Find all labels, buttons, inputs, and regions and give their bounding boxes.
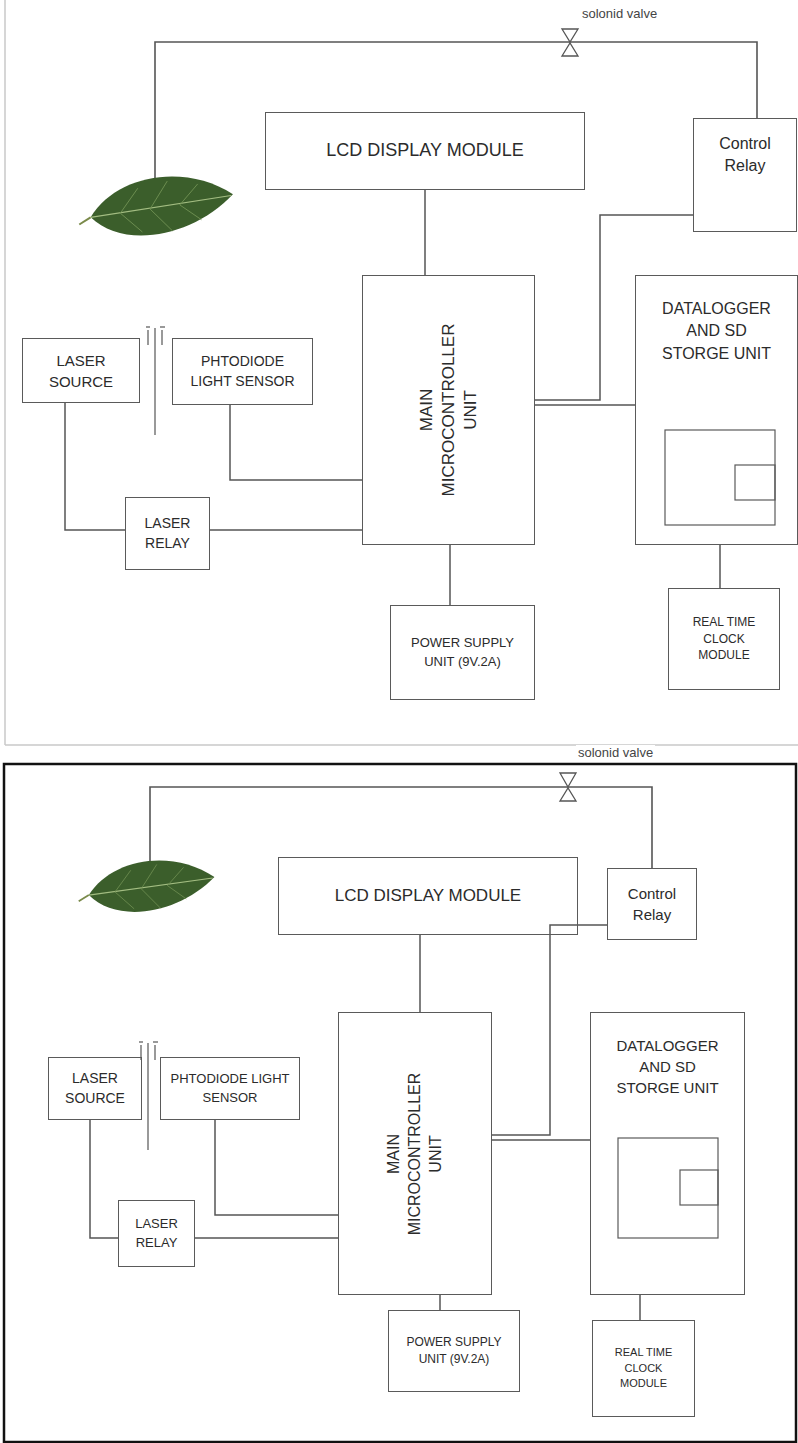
clock-box: REAL TIME CLOCK MODULE [668,588,780,690]
relay-box: LASER RELAY [125,497,210,570]
valve-symbol [560,29,578,801]
display-box: LCD DISPLAY MODULE [278,857,578,935]
connector-wire [439,1295,441,1310]
part-label: solonid valve [576,745,655,760]
connector-wire [230,405,362,480]
box-label: MAIN MICROCONTROLLER UNIT [415,323,481,498]
relay-box: Control Relay [607,868,697,940]
laser-box: LASER SOURCE [22,338,140,403]
clock-box: REAL TIME CLOCK MODULE [592,1320,695,1417]
connector-wire [719,545,721,588]
frame-line [4,0,6,745]
connector-wire [210,529,362,531]
datalogger-box: DATALOGGER AND SD STORGE UNIT [635,275,798,545]
box-label: PHTODIODE LIGHT SENSOR [183,352,303,391]
controller-box: MAIN MICROCONTROLLER UNIT [338,1012,492,1295]
water-line [150,787,652,885]
box-label: DATALOGGER AND SD STORGE UNIT [654,298,779,365]
laser-box: LASER SOURCE [48,1057,142,1120]
datalogger-box: DATALOGGER AND SD STORGE UNIT [590,1012,745,1295]
power-box: POWER SUPPLY UNIT (9V.2A) [390,605,535,700]
relay-box: LASER RELAY [118,1200,195,1267]
sd-card-symbol [618,430,775,1238]
box-label: LCD DISPLAY MODULE [326,138,523,163]
connector-wire [215,1120,338,1215]
box-label: Control Relay [616,883,688,925]
water-line [155,42,757,190]
box-label: LCD DISPLAY MODULE [335,884,521,908]
box-label: LASER SOURCE [39,350,124,392]
controller-box: MAIN MICROCONTROLLER UNIT [362,275,535,545]
connector-wire [424,190,426,275]
frame-line [5,744,798,746]
box-label: Control Relay [706,133,784,178]
box-label: LASER RELAY [126,1215,188,1251]
relay-box: Control Relay [693,118,797,232]
box-label: MAIN MICROCONTROLLER UNIT [384,1070,446,1238]
leaf [76,855,217,917]
box-label: PHTODIODE LIGHT SENSOR [169,1070,291,1106]
box-label: LASER RELAY [137,514,199,553]
laser-beam-symbol [139,327,165,1150]
leaf [75,170,236,243]
connector-wire [65,403,125,530]
connector-wire [639,1295,641,1320]
display-box: LCD DISPLAY MODULE [265,112,585,190]
box-label: POWER SUPPLY UNIT (9V.2A) [400,1334,508,1368]
connector-wire [535,404,635,406]
sensor-box: PHTODIODE LIGHT SENSOR [172,338,313,405]
frame [4,764,796,1442]
connector-wire [449,545,451,605]
box-label: DATALOGGER AND SD STORGE UNIT [608,1035,728,1098]
connector-wire [90,1120,118,1238]
connector-wire [492,1139,590,1141]
box-label: REAL TIME CLOCK MODULE [611,1345,677,1391]
connector-wire [419,935,421,1012]
box-label: POWER SUPPLY UNIT (9V.2A) [407,634,519,670]
box-label: LASER SOURCE [54,1069,136,1108]
sensor-box: PHTODIODE LIGHT SENSOR [160,1057,300,1120]
part-label: solonid valve [580,6,659,21]
connector-wire [195,1237,338,1239]
power-box: POWER SUPPLY UNIT (9V.2A) [388,1310,520,1392]
box-label: REAL TIME CLOCK MODULE [689,614,759,664]
